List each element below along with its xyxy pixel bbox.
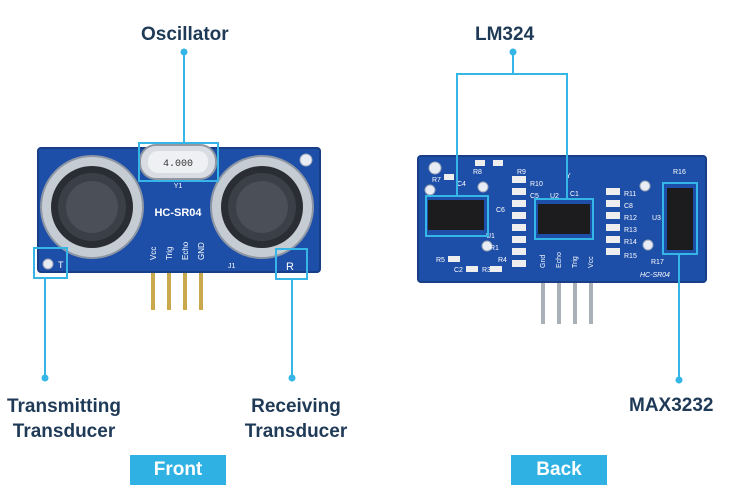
back-board: R7 C4 R8 R9 R10 C5 C6 U1 R1 R4 R5 C2 R3 … <box>417 155 707 324</box>
back-tab: Back <box>511 455 607 485</box>
ref-label: R7 <box>432 177 441 184</box>
transmitting-label-line1: Transmitting <box>6 396 121 417</box>
ref-label: R17 <box>651 259 664 266</box>
transmitting-label-line2: Transducer <box>12 421 116 443</box>
front-model-label: HC-SR04 <box>154 207 202 219</box>
back-connectors <box>456 48 683 384</box>
ref-label: R4 <box>498 257 507 264</box>
back-model-label: HC-SR04 <box>640 272 670 279</box>
lm324-label: LM324 <box>475 24 535 45</box>
transmitting-transducer-label: Transmitting Transducer <box>0 394 128 444</box>
ref-label: C5 <box>530 193 539 200</box>
crystal-oscillator: 4.000 Y1 <box>139 144 217 190</box>
front-j1-label: J1 <box>228 263 236 270</box>
back-smd-components <box>444 160 620 272</box>
front-tab: Front <box>130 455 226 485</box>
front-t-mark: T <box>58 260 64 270</box>
back-mount-hole <box>642 239 654 251</box>
ref-label: Y <box>566 173 571 180</box>
ref-label: U3 <box>652 215 661 222</box>
crystal-text: 4.000 <box>163 159 193 170</box>
ref-label: C4 <box>457 181 466 188</box>
ref-label: R14 <box>624 239 637 246</box>
ref-label: C8 <box>624 203 633 210</box>
front-pin-label: Echo <box>181 241 190 260</box>
front-mount-hole <box>42 258 54 270</box>
back-ref-labels: R7 C4 R8 R9 R10 C5 C6 U1 R1 R4 R5 C2 R3 … <box>432 169 686 274</box>
ref-label: R3 <box>482 267 491 274</box>
back-mount-hole <box>481 240 493 252</box>
front-r-mark: R <box>286 261 294 273</box>
ref-label: C6 <box>496 207 505 214</box>
front-pin-label: Vcc <box>149 247 158 260</box>
receiving-transducer-label: Receiving Transducer <box>236 394 356 444</box>
front-connectors <box>41 48 296 382</box>
front-board: 4.000 Y1 HC-SR04 Vcc Trig Echo GND J1 T … <box>33 142 321 310</box>
front-pin-label: Trig <box>165 247 174 260</box>
front-mount-hole <box>299 153 313 167</box>
ref-label: R5 <box>436 257 445 264</box>
ref-label: R1 <box>490 245 499 252</box>
back-pin-label: Vcc <box>588 256 595 268</box>
oscillator-label: Oscillator <box>141 24 229 45</box>
ref-label: R9 <box>517 169 526 176</box>
ref-label: R8 <box>473 169 482 176</box>
back-pin-label: Trig <box>572 256 579 268</box>
receiving-label-line1: Receiving <box>251 396 341 417</box>
ref-label: R12 <box>624 215 637 222</box>
back-mount-hole <box>639 180 651 192</box>
ref-label: C2 <box>454 267 463 274</box>
ref-label: R15 <box>624 253 637 260</box>
front-pin-label: GND <box>197 242 206 260</box>
back-pin-label: Gnd <box>540 255 547 268</box>
back-mount-hole <box>428 161 442 175</box>
ref-label: R13 <box>624 227 637 234</box>
ref-label: R16 <box>673 169 686 176</box>
back-pin-label: Echo <box>556 252 563 268</box>
lm324-highlight <box>534 198 594 240</box>
chip-max3232 <box>667 188 693 250</box>
max3232-label: MAX3232 <box>629 395 714 416</box>
chip-u1 <box>428 200 484 230</box>
crystal-ref: Y1 <box>174 183 183 190</box>
transmitting-transducer <box>40 155 144 259</box>
ref-label: R10 <box>530 181 543 188</box>
back-mount-hole <box>424 184 436 196</box>
receiving-label-line2: Transducer <box>244 421 348 443</box>
oscillator-highlight <box>138 142 219 182</box>
ref-label: U2 <box>550 193 559 200</box>
transmitting-highlight <box>33 247 68 279</box>
chip-lm324 <box>538 204 590 234</box>
receiving-transducer <box>210 155 314 259</box>
ref-label: C1 <box>570 191 579 198</box>
ref-label: R11 <box>624 191 636 198</box>
ref-label: U1 <box>486 233 495 240</box>
back-mount-hole <box>477 181 489 193</box>
